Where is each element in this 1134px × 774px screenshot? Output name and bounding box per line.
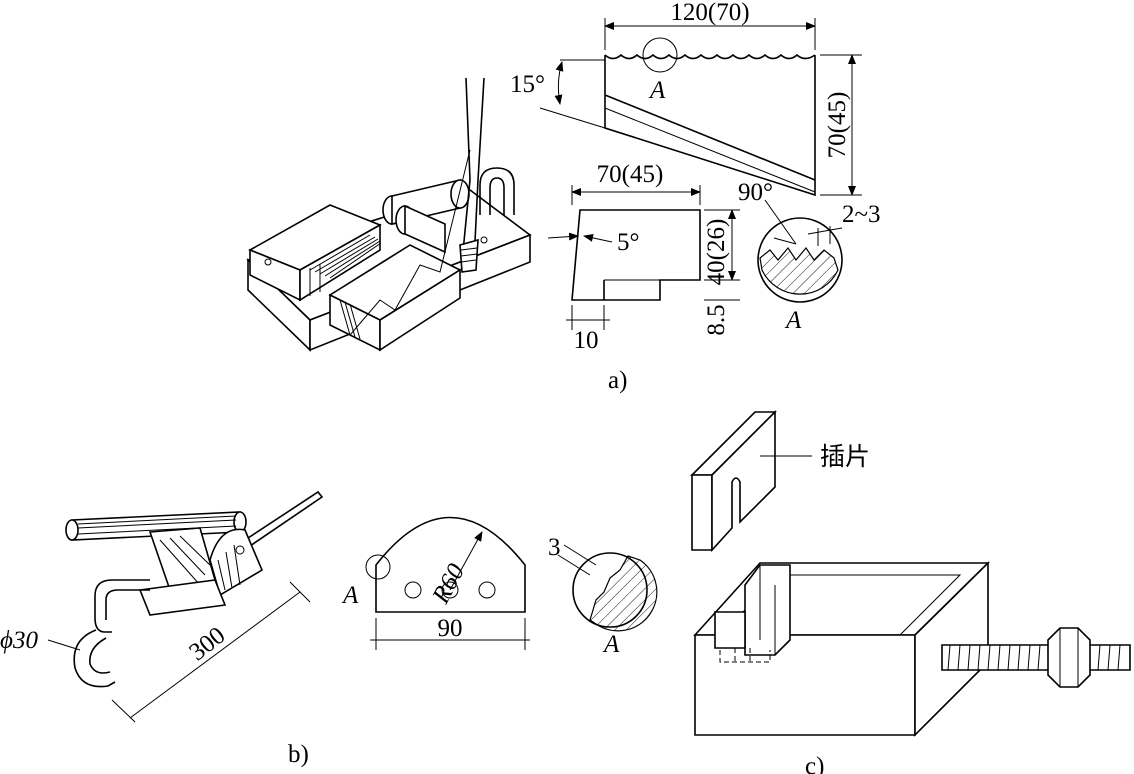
plate-detail-ref: A (341, 582, 359, 609)
insert-angle-label: 5° (617, 229, 640, 256)
panel-c: 插片 c) (690, 410, 1131, 774)
fixture-isometric (246, 77, 532, 352)
plate-width-dimension: 90 (438, 615, 463, 642)
insert-notch-height-dimension: 8.5 (703, 304, 730, 335)
box-clamp (693, 561, 1131, 737)
panel-a: A 120(70) 70(45) 15° 70(45) (246, 0, 881, 394)
panel-b-caption: b) (288, 741, 309, 768)
hook-tool-isometric: ϕ30 300 (0, 490, 324, 723)
detail-a-pitch: 2~3 (842, 201, 881, 228)
panel-b: ϕ30 300 R60 A 90 3 A (0, 490, 658, 768)
insert-notch-width-dimension: 10 (574, 327, 599, 354)
detail-a-angle: 90° (738, 179, 773, 206)
detail-b-size: 3 (548, 534, 561, 561)
detail-a-plate-edge: 3 A (548, 534, 658, 658)
wedge-block: A 120(70) 70(45) 15° (510, 0, 862, 197)
hook-diameter-label: ϕ30 (0, 627, 38, 654)
plate-radius-label: R60 (427, 559, 470, 609)
wedge-height-dimension: 70(45) (824, 92, 851, 159)
insert-plate: 70(45) 5° 40(26) 8.5 10 (547, 161, 740, 354)
wedge-angle-label: 15° (510, 71, 545, 98)
wedge-width-dimension: 120(70) (670, 0, 749, 26)
panel-c-caption: c) (805, 753, 824, 774)
hook-plate: R60 A 90 (341, 516, 530, 650)
detail-a-ref: A (784, 307, 802, 334)
insert-callout-label: 插片 (820, 442, 870, 471)
detail-a-serration: 90° 2~3 A (738, 179, 881, 334)
detail-b-ref: A (602, 631, 620, 658)
insert-height-dimension: 40(26) (703, 219, 730, 286)
tool-length-dimension: 300 (184, 622, 230, 666)
panel-a-caption: a) (608, 367, 627, 394)
slotted-insert: 插片 (690, 410, 870, 553)
insert-width-dimension: 70(45) (597, 161, 664, 188)
wedge-detail-ref: A (648, 77, 666, 104)
